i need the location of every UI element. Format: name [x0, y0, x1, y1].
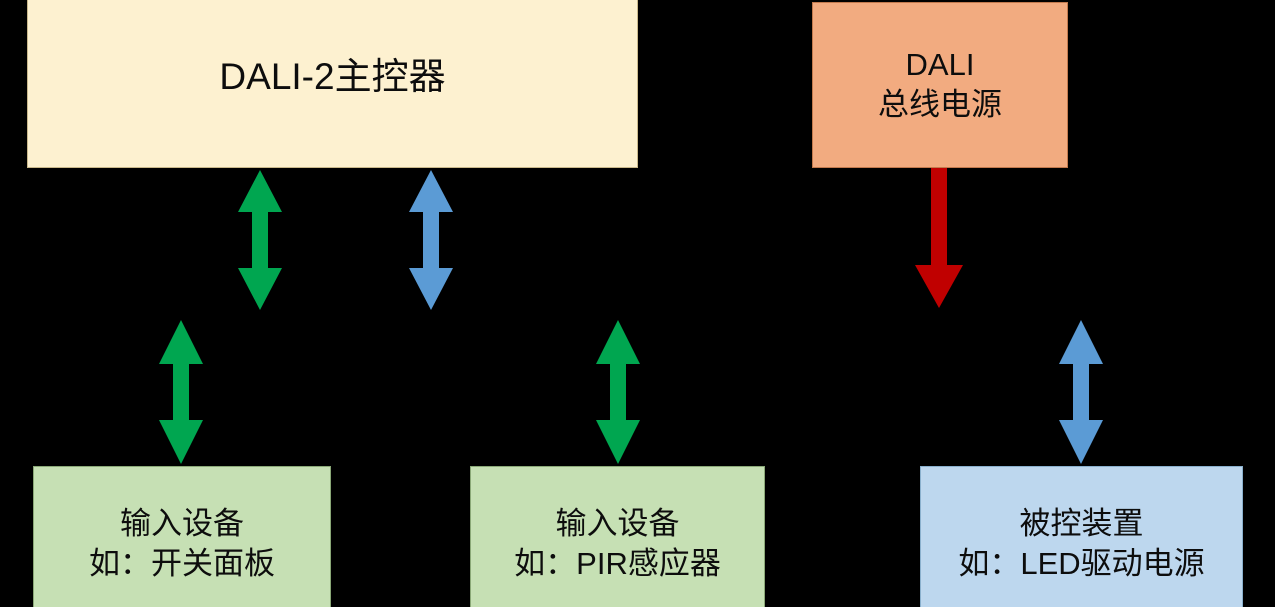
- node-label-line: 如：LED驱动电源: [958, 545, 1205, 581]
- node-input-device-pir-sensor[interactable]: 输入设备 如：PIR感应器: [470, 466, 765, 607]
- node-label-line: DALI: [905, 47, 975, 83]
- node-label-line: 被控装置: [1019, 505, 1144, 541]
- connector-switch-green-icon: [153, 318, 209, 466]
- node-label-line: 输入设备: [120, 505, 244, 541]
- node-label-line: 输入设备: [555, 505, 680, 541]
- node-label-line: 总线电源: [878, 87, 1002, 122]
- node-label-line: 如：PIR感应器: [514, 545, 721, 581]
- node-dali2-master-controller[interactable]: DALI-2主控器: [27, 0, 638, 168]
- node-label-line: 如：开关面板: [89, 545, 275, 581]
- node-label-line: DALI-2主控器: [219, 56, 446, 98]
- node-controlled-device-led-driver[interactable]: 被控装置 如：LED驱动电源: [920, 466, 1243, 607]
- connector-controlled-blue-icon: [1053, 318, 1109, 466]
- connector-master-to-controlled-blue-icon: [403, 168, 459, 312]
- connector-buspower-to-controlled-red-icon: [911, 168, 967, 310]
- connector-master-to-switch-green-icon: [232, 168, 288, 312]
- node-dali-bus-power-supply[interactable]: DALI 总线电源: [812, 2, 1068, 168]
- connector-pir-green-icon: [590, 318, 646, 466]
- node-input-device-switch-panel[interactable]: 输入设备 如：开关面板: [33, 466, 331, 607]
